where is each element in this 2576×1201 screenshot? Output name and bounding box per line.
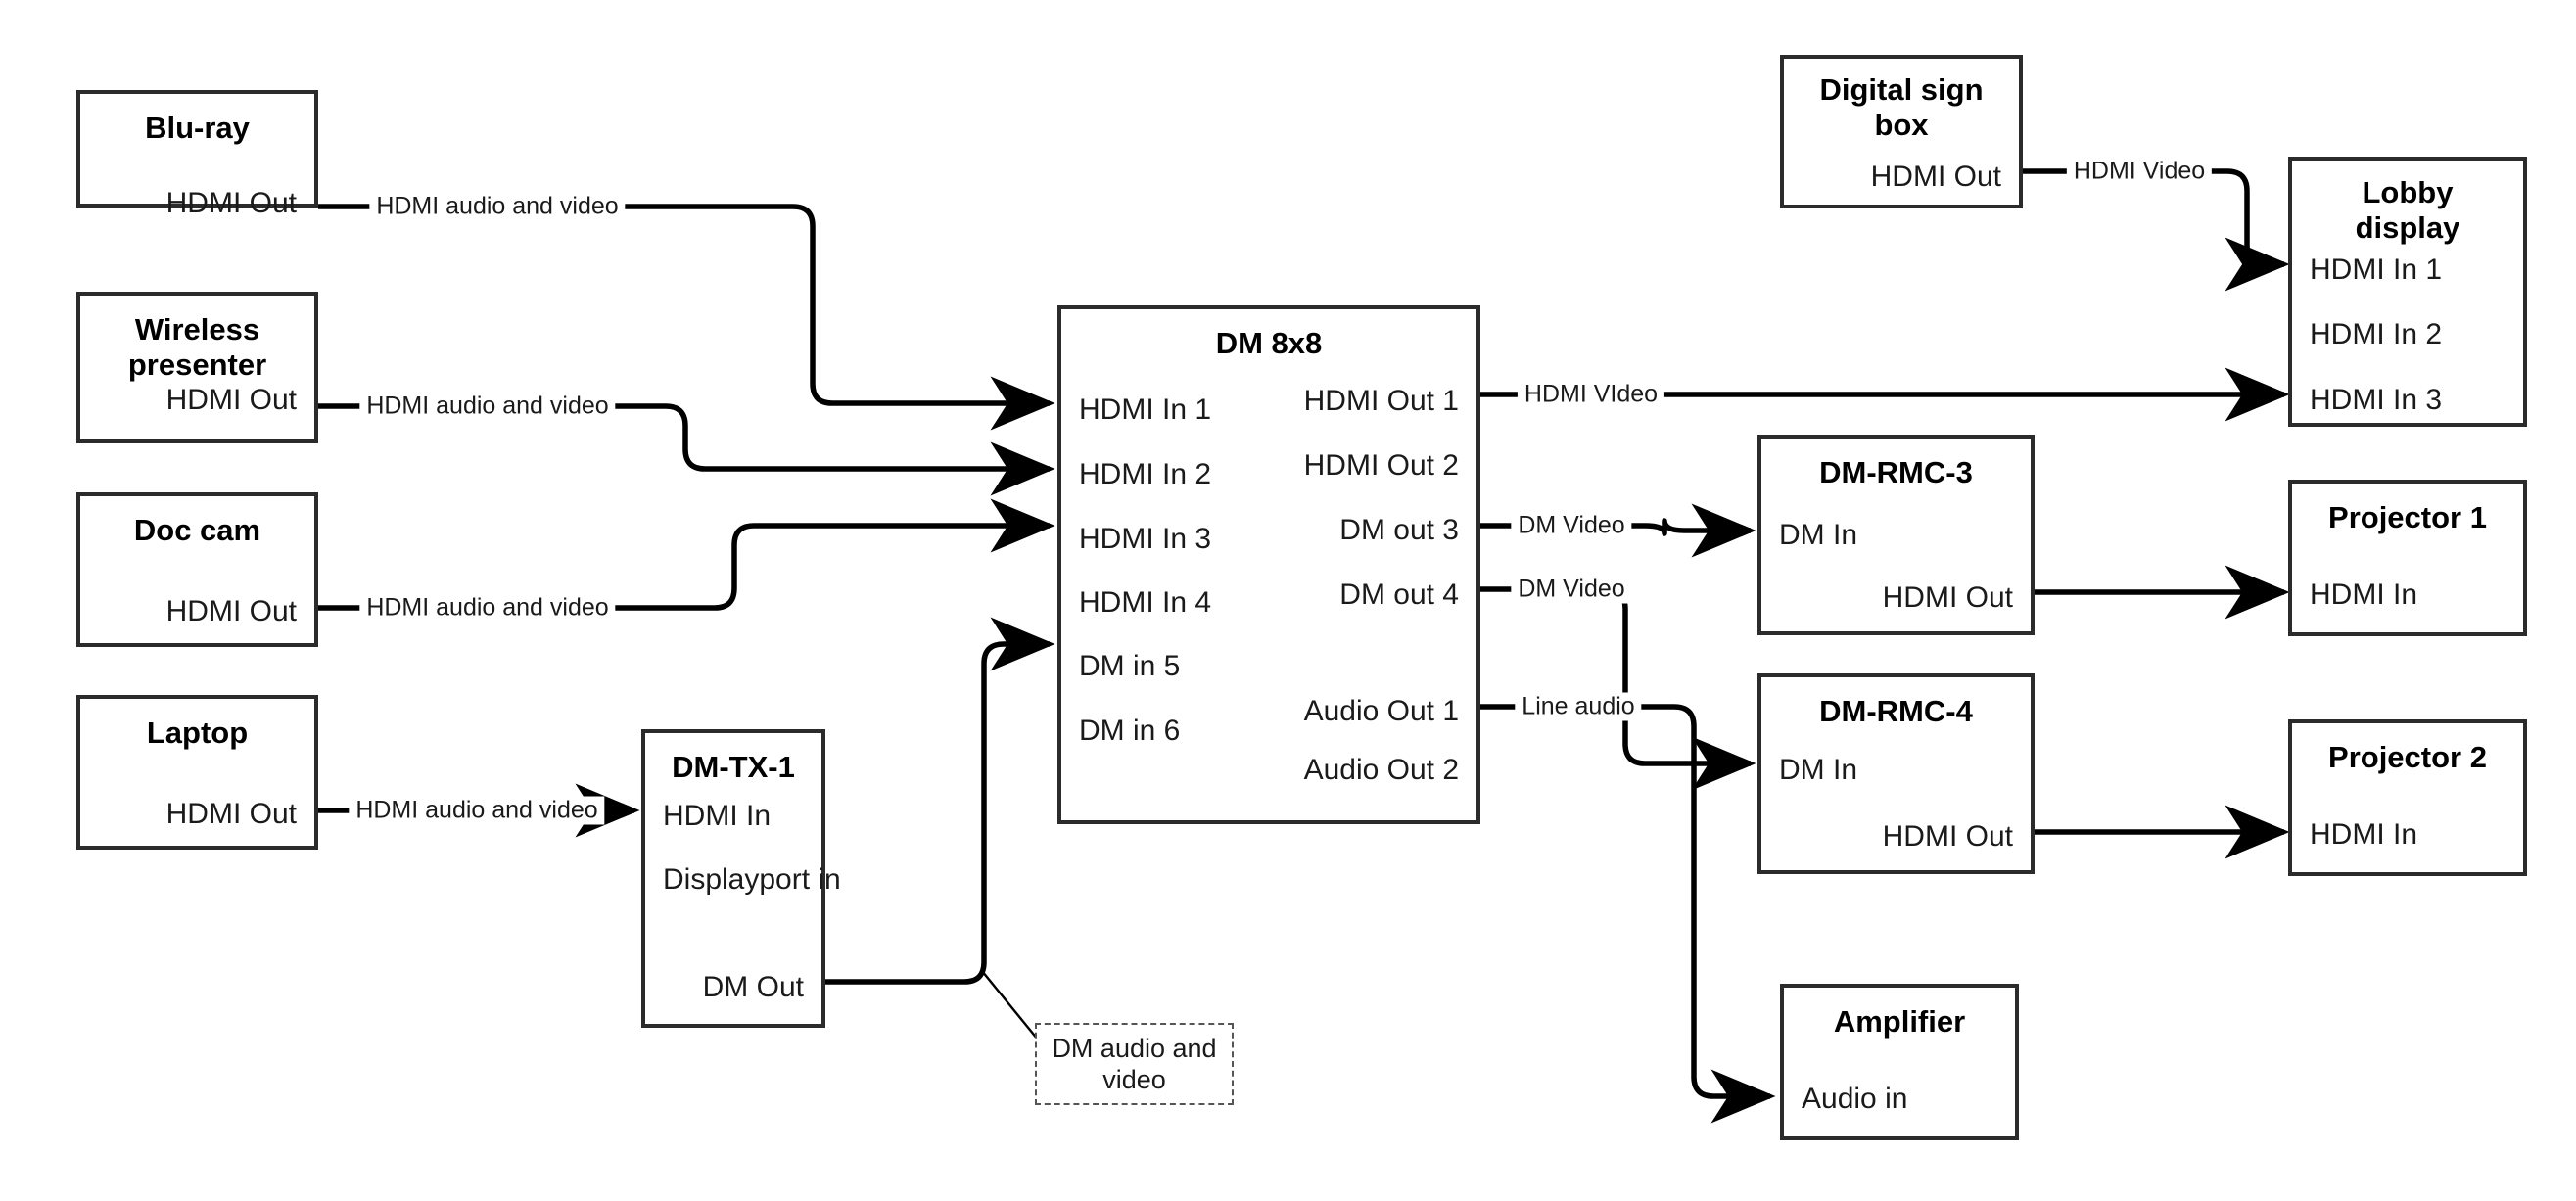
- port-laptop-hdmi-out[interactable]: HDMI Out: [165, 798, 297, 830]
- port-proj2-hdmi-in[interactable]: HDMI In: [2310, 818, 2418, 851]
- connector-dmtx1-to-dm8x8: [825, 617, 1055, 985]
- wire-label-audio-out-1: Line audio: [1515, 692, 1642, 721]
- port-lobby-hdmi-in-1[interactable]: HDMI In 1: [2310, 254, 2443, 286]
- port-wireless-hdmi-out[interactable]: HDMI Out: [165, 384, 297, 416]
- port-dm8x8-hdmi-in-2[interactable]: HDMI In 2: [1079, 458, 1212, 490]
- port-dmtx1-dm-out[interactable]: DM Out: [702, 971, 804, 1003]
- port-dm8x8-hdmi-out-1[interactable]: HDMI Out 1: [1303, 385, 1459, 417]
- port-dm8x8-hdmi-in-4[interactable]: HDMI In 4: [1079, 586, 1212, 619]
- node-lobby-display[interactable]: Lobby display HDMI In 1 HDMI In 2 HDMI I…: [2288, 157, 2527, 427]
- node-title-digital-sign-box: Digital sign box: [1819, 72, 1984, 142]
- connector-doccam-to-dm8x8: [318, 498, 1055, 611]
- node-title-dm-tx-1: DM-TX-1: [672, 750, 795, 784]
- port-rmc3-dm-in[interactable]: DM In: [1779, 519, 1858, 551]
- port-dmtx1-displayport-in[interactable]: Displayport in: [663, 863, 841, 896]
- port-dm8x8-audio-out-1[interactable]: Audio Out 1: [1303, 695, 1459, 727]
- node-doc-cam[interactable]: Doc cam HDMI Out: [76, 492, 318, 647]
- port-dm8x8-dm-out-3[interactable]: DM out 3: [1339, 514, 1459, 546]
- node-title-dm-rmc-4: DM-RMC-4: [1819, 694, 1973, 728]
- node-bluray[interactable]: Blu-ray HDMI Out: [76, 90, 318, 219]
- port-proj1-hdmi-in[interactable]: HDMI In: [2310, 578, 2418, 611]
- callout-leader-line: [981, 970, 1039, 1040]
- node-laptop[interactable]: Laptop HDMI Out: [76, 695, 318, 850]
- port-rmc4-dm-in[interactable]: DM In: [1779, 754, 1858, 786]
- wire-label-laptop: HDMI audio and video: [349, 796, 605, 825]
- port-dmtx1-hdmi-in[interactable]: HDMI In: [663, 800, 772, 832]
- port-doccam-hdmi-out[interactable]: HDMI Out: [165, 595, 297, 627]
- port-bluray-hdmi-out[interactable]: HDMI Out: [165, 187, 297, 219]
- port-lobby-hdmi-in-3[interactable]: HDMI In 3: [2310, 384, 2443, 416]
- wire-label-hdmi-out-1: HDMI VIdeo: [1517, 380, 1665, 409]
- wire-label-doccam: HDMI audio and video: [359, 593, 616, 623]
- node-projector-2[interactable]: Projector 2 HDMI In: [2288, 719, 2527, 876]
- node-title-projector-2: Projector 2: [2328, 740, 2487, 774]
- port-rmc4-hdmi-out[interactable]: HDMI Out: [1882, 820, 2013, 853]
- node-title-projector-1: Projector 1: [2328, 500, 2487, 534]
- node-wireless-presenter[interactable]: Wireless presenter HDMI Out: [76, 292, 318, 443]
- node-title-dm-8x8: DM 8x8: [1215, 326, 1323, 360]
- node-title-wireless-presenter: Wireless presenter: [127, 312, 267, 382]
- node-amplifier[interactable]: Amplifier Audio in: [1780, 984, 2019, 1140]
- wire-label-dm-out-3: DM Video: [1511, 511, 1632, 540]
- wire-label-bluray: HDMI audio and video: [369, 192, 626, 221]
- connector-dm8x8-to-rmc3: [1480, 503, 1756, 558]
- port-signbox-hdmi-out[interactable]: HDMI Out: [1870, 161, 2001, 193]
- port-dm8x8-dm-in-6[interactable]: DM in 6: [1079, 715, 1181, 747]
- node-projector-1[interactable]: Projector 1 HDMI In: [2288, 480, 2527, 636]
- connector-wireless-to-dm8x8: [318, 403, 1055, 496]
- node-title-laptop: Laptop: [146, 716, 249, 750]
- connector-signbox-to-lobby: [2023, 168, 2290, 292]
- port-lobby-hdmi-in-2[interactable]: HDMI In 2: [2310, 318, 2443, 350]
- node-title-dm-rmc-3: DM-RMC-3: [1819, 455, 1973, 489]
- port-dm8x8-dm-in-5[interactable]: DM in 5: [1079, 650, 1181, 682]
- connector-dm8x8-to-rmc4: [1480, 586, 1756, 791]
- port-dm8x8-audio-out-2[interactable]: Audio Out 2: [1303, 754, 1459, 786]
- port-rmc3-hdmi-out[interactable]: HDMI Out: [1882, 581, 2013, 614]
- connector-bluray-to-dm8x8: [318, 204, 1055, 431]
- node-title-bluray: Blu-ray: [145, 111, 250, 145]
- callout-dm-audio-and-video: DM audio and video: [1035, 1023, 1234, 1105]
- wire-label-dm-out-4: DM Video: [1511, 575, 1632, 604]
- node-dm-tx-1[interactable]: DM-TX-1 HDMI In Displayport in DM Out: [641, 729, 841, 1028]
- port-dm8x8-hdmi-out-2[interactable]: HDMI Out 2: [1303, 449, 1459, 482]
- node-digital-sign-box[interactable]: Digital sign box HDMI Out: [1780, 55, 2023, 208]
- node-title-doc-cam: Doc cam: [133, 513, 261, 547]
- connector-dm8x8-to-amp: [1480, 704, 1776, 1124]
- node-dm-8x8[interactable]: DM 8x8 HDMI In 1 HDMI In 2 HDMI In 3 HDM…: [1057, 305, 1480, 824]
- wire-label-signbox: HDMI Video: [2066, 157, 2213, 186]
- port-amp-audio-in[interactable]: Audio in: [1802, 1083, 1908, 1115]
- node-dm-rmc-3[interactable]: DM-RMC-3 DM In HDMI Out: [1757, 435, 2035, 635]
- node-title-amplifier: Amplifier: [1833, 1004, 1966, 1039]
- port-dm8x8-hdmi-in-1[interactable]: HDMI In 1: [1079, 393, 1212, 426]
- node-dm-rmc-4[interactable]: DM-RMC-4 DM In HDMI Out: [1757, 673, 2035, 874]
- node-title-lobby-display: Lobby display: [2355, 175, 2460, 245]
- port-dm8x8-dm-out-4[interactable]: DM out 4: [1339, 578, 1459, 611]
- wire-label-wireless: HDMI audio and video: [359, 392, 616, 421]
- port-dm8x8-hdmi-in-3[interactable]: HDMI In 3: [1079, 523, 1212, 555]
